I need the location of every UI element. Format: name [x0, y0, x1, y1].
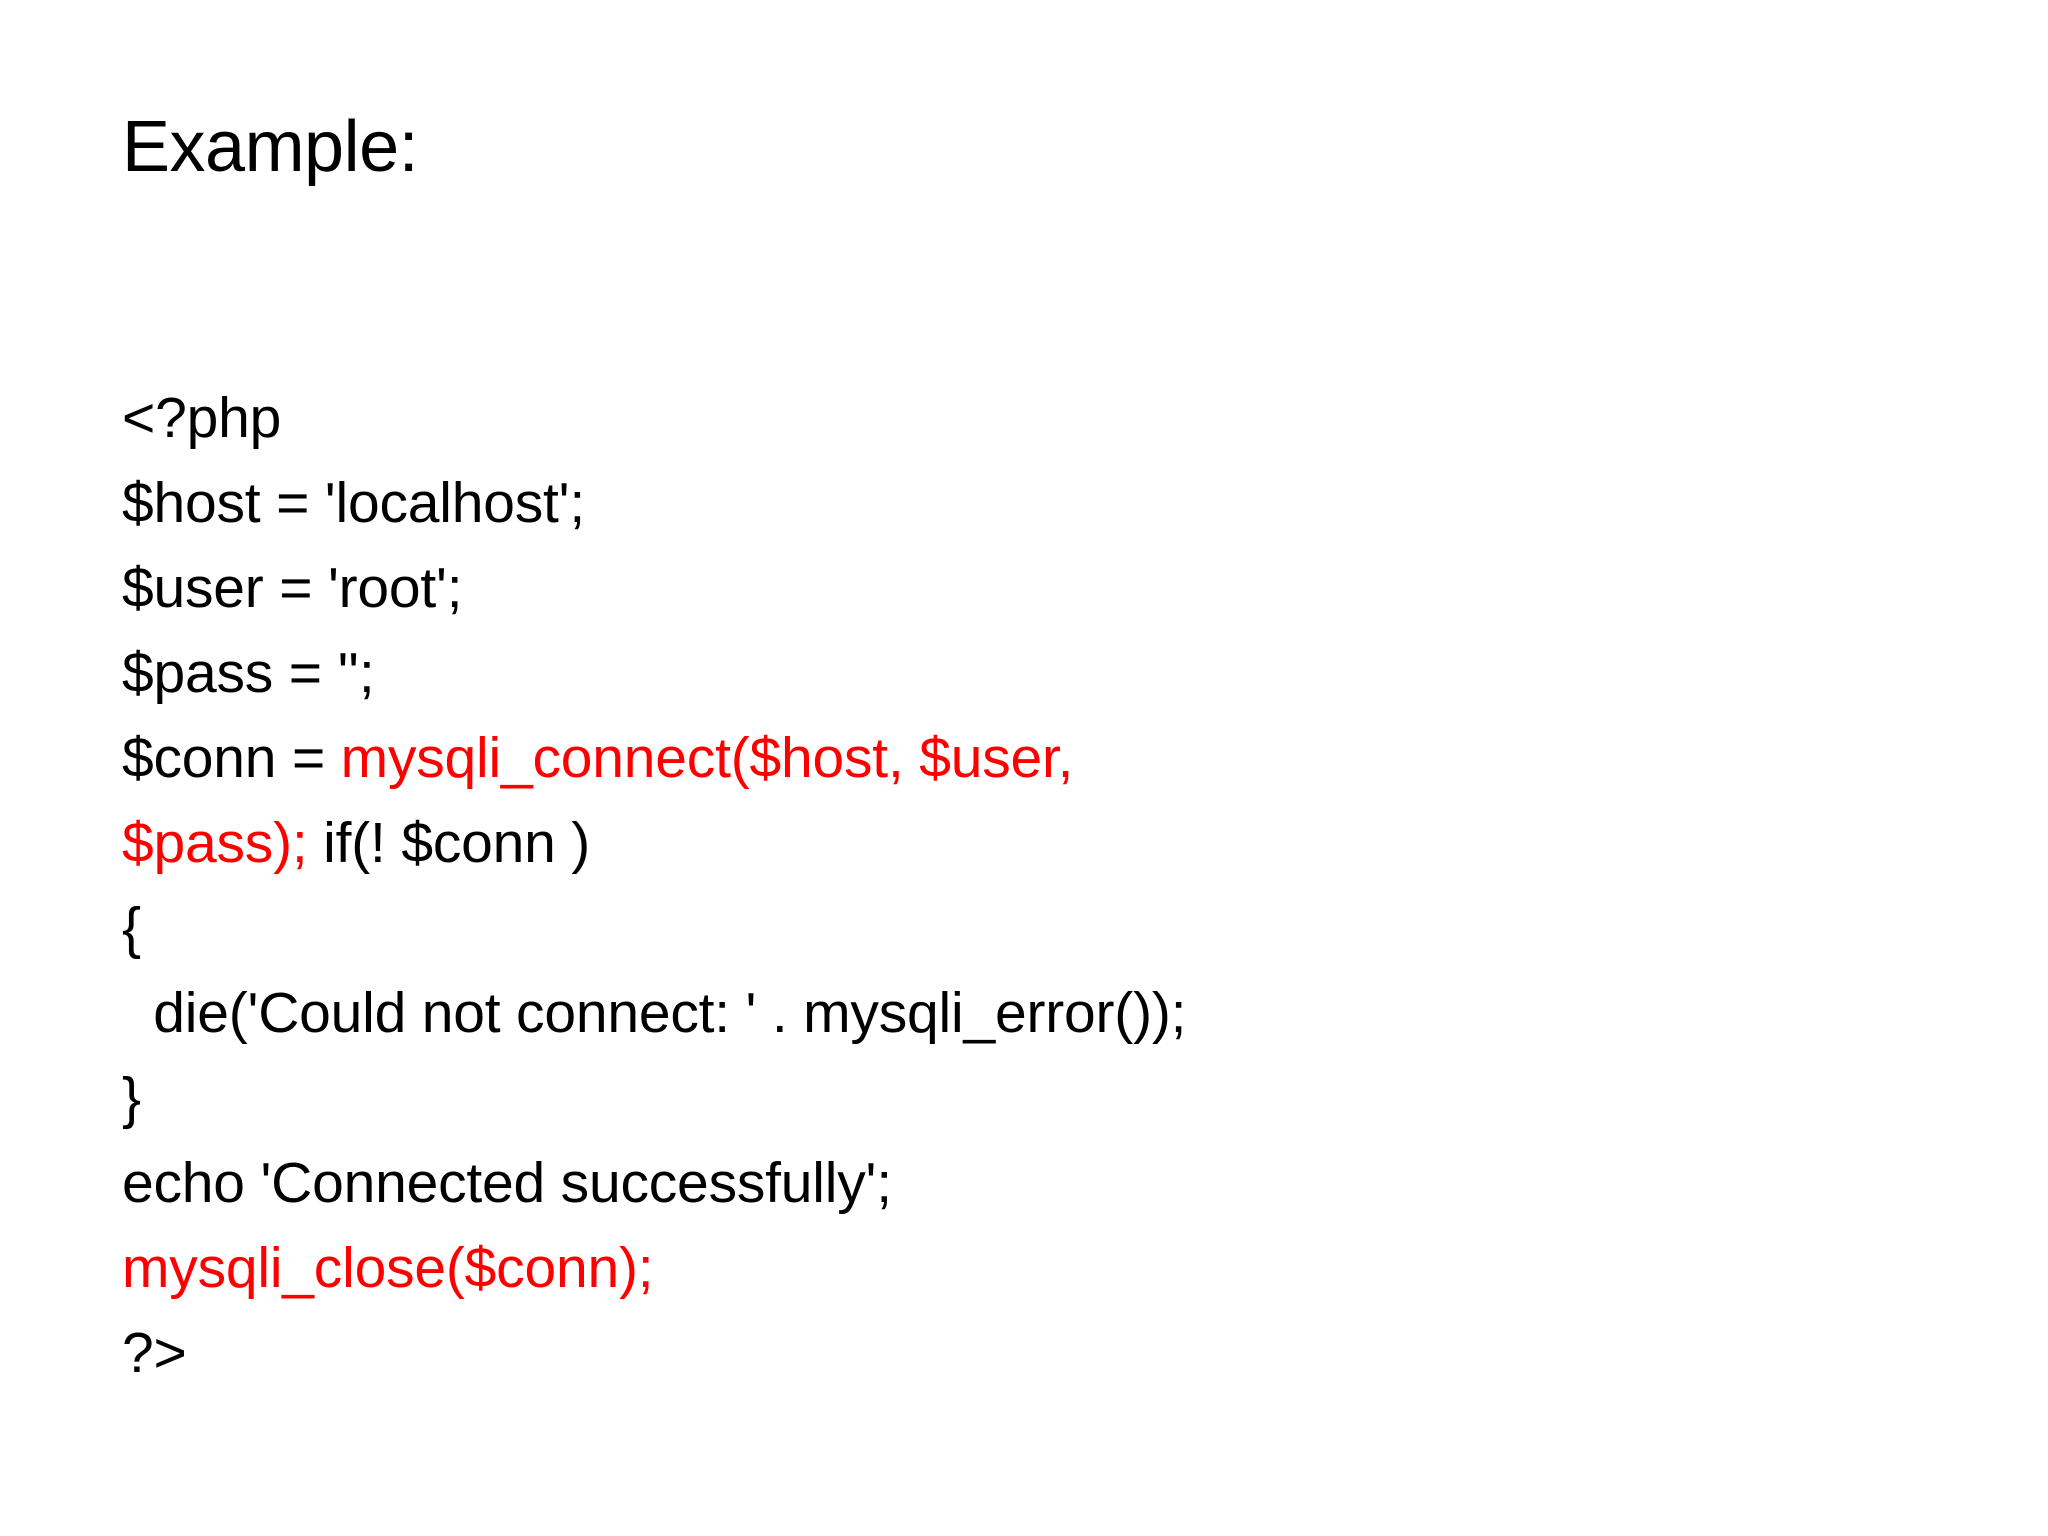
code-line: $conn = mysqli_connect($host, $user, — [122, 716, 1822, 801]
php-code-block: <?php $host = 'localhost'; $user = 'root';… — [122, 376, 1822, 1396]
code-segment: die('Could not connect: ' . mysqli_error… — [122, 981, 1187, 1045]
code-line: <?php — [122, 376, 1822, 461]
code-line: $user = 'root'; — [122, 546, 1822, 631]
code-segment-highlight: $pass); — [122, 811, 308, 875]
code-segment: <?php — [122, 386, 282, 450]
code-line: $host = 'localhost'; — [122, 461, 1822, 546]
page-title: Example: — [122, 107, 419, 187]
code-segment-highlight: mysqli_connect($host, $user, — [340, 726, 1074, 790]
code-line: $pass = ''; — [122, 631, 1822, 716]
code-segment: ?> — [122, 1321, 187, 1385]
code-line: $pass); if(! $conn ) — [122, 801, 1822, 886]
code-segment-highlight: mysqli_close($conn); — [122, 1236, 654, 1300]
code-segment: $pass = ''; — [122, 641, 375, 705]
code-line: echo 'Connected successfully'; — [122, 1141, 1822, 1226]
code-segment: echo 'Connected successfully'; — [122, 1151, 892, 1215]
code-line: ?> — [122, 1311, 1822, 1396]
code-segment: if(! $conn ) — [307, 811, 591, 875]
code-segment: $conn = — [122, 726, 341, 790]
code-line: } — [122, 1056, 1822, 1141]
code-line: die('Could not connect: ' . mysqli_error… — [122, 971, 1822, 1056]
code-segment: $user = 'root'; — [122, 556, 463, 620]
code-segment: } — [122, 1066, 141, 1130]
code-line: { — [122, 886, 1822, 971]
code-segment: { — [122, 896, 141, 960]
code-segment: $host = 'localhost'; — [122, 471, 585, 535]
code-line: mysqli_close($conn); — [122, 1226, 1822, 1311]
